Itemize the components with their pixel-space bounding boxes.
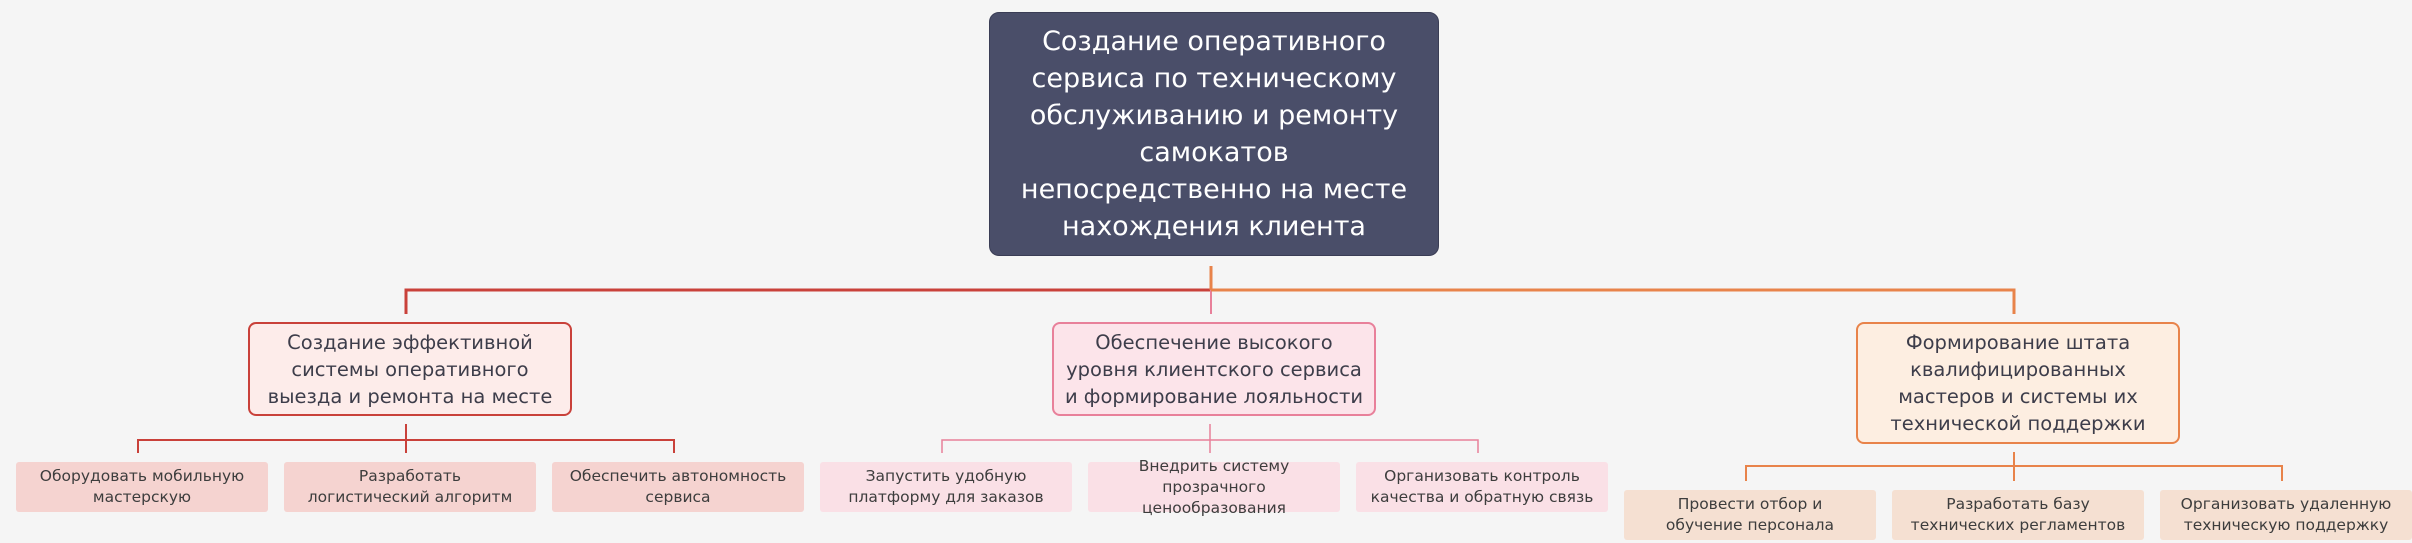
leaf-node-3-2: Разработать базу технических регламентов <box>1892 490 2144 540</box>
leaf-node-1-3: Обеспечить автономность сервиса <box>552 462 804 512</box>
leaf-label: Разработать базу технических регламентов <box>1910 495 2126 534</box>
leaf-label: Провести отбор и обучение персонала <box>1665 495 1835 534</box>
leaf-node-2-1: Запустить удобную платформу для заказов <box>820 462 1072 512</box>
leaf-node-3-1: Провести отбор и обучение персонала <box>1624 490 1876 540</box>
leaf-label: Внедрить систему прозрачного ценообразов… <box>1138 456 1290 517</box>
connector-branch3-leaves <box>1745 452 2283 481</box>
connector-root-right <box>1211 288 2016 314</box>
leaf-label: Организовать удаленную техническую подде… <box>2180 495 2392 534</box>
branch-1-label: Создание эффективной системы оперативног… <box>267 330 553 408</box>
leaf-node-2-2: Внедрить систему прозрачного ценообразов… <box>1088 457 1340 517</box>
connector-branch1-leaves <box>137 424 675 453</box>
root-title: Создание оперативного сервиса по техниче… <box>1020 26 1408 242</box>
connector-root-left <box>404 266 1213 314</box>
leaf-label: Обеспечить автономность сервиса <box>569 467 787 506</box>
leaf-label: Запустить удобную платформу для заказов <box>848 467 1044 506</box>
branch-node-2: Обеспечение высокого уровня клиентского … <box>1052 322 1376 416</box>
leaf-node-1-2: Разработать логистический алгоритм <box>284 462 536 512</box>
root-node: Создание оперативного сервиса по техниче… <box>989 12 1439 256</box>
leaf-node-2-3: Организовать контроль качества и обратну… <box>1356 462 1608 512</box>
connector-branch2-leaves <box>941 424 1479 453</box>
branch-3-label: Формирование штата квалифицированных мас… <box>1890 331 2146 435</box>
leaf-label: Разработать логистический алгоритм <box>307 467 513 506</box>
branch-node-1: Создание эффективной системы оперативног… <box>248 322 572 416</box>
leaf-node-1-1: Оборудовать мобильную мастерскую <box>16 462 268 512</box>
branch-2-label: Обеспечение высокого уровня клиентского … <box>1064 330 1364 408</box>
branch-node-3: Формирование штата квалифицированных мас… <box>1856 322 2180 444</box>
leaf-label: Организовать контроль качества и обратну… <box>1370 467 1594 506</box>
leaf-label: Оборудовать мобильную мастерскую <box>39 467 245 506</box>
leaf-node-3-3: Организовать удаленную техническую подде… <box>2160 490 2412 540</box>
